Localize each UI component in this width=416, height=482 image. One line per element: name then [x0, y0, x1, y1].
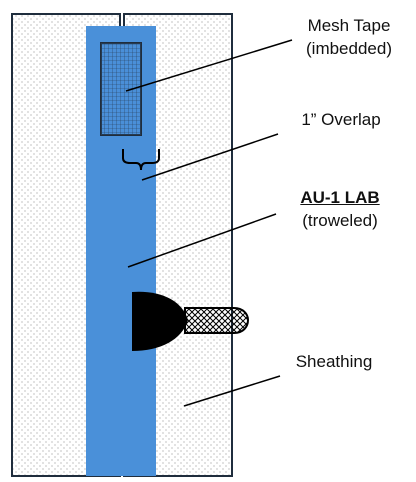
- label-mesh-tape: Mesh Tape (imbedded): [288, 14, 410, 60]
- label-product-title: AU-1 LAB: [300, 188, 380, 207]
- label-mesh-tape-sub: (imbedded): [306, 39, 392, 58]
- leader-mesh-tape: [125, 39, 293, 92]
- label-mesh-tape-title: Mesh Tape: [307, 16, 391, 35]
- label-product: AU-1 LAB (troweled): [278, 186, 402, 232]
- leader-sheathing: [183, 375, 281, 407]
- label-sheathing: Sheathing: [295, 352, 373, 371]
- leader-product: [127, 213, 277, 268]
- leader-overlap: [141, 133, 279, 181]
- trowel-icon: [132, 291, 250, 351]
- label-product-sub: (troweled): [302, 211, 378, 230]
- overlap-brace-icon: [122, 149, 160, 171]
- label-overlap: 1” Overlap: [301, 110, 381, 129]
